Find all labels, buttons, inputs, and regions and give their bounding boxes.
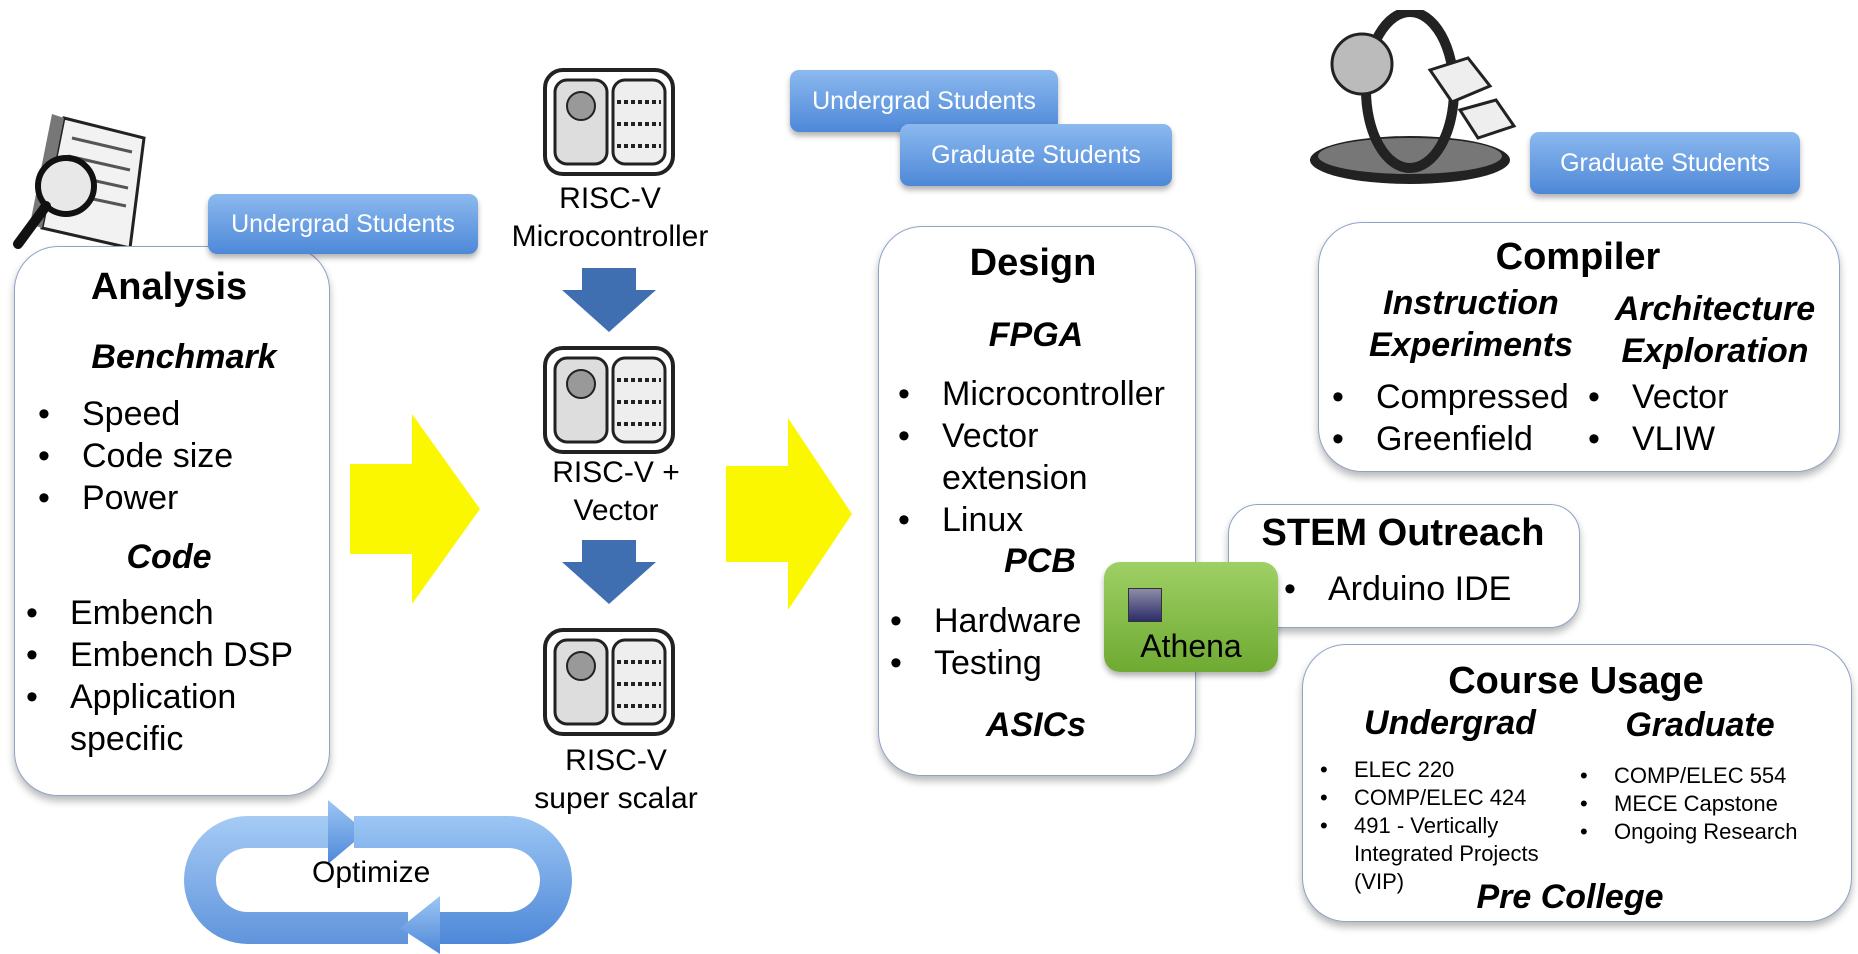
loop-arrow-icon xyxy=(184,800,572,954)
list-item: MECE Capstone xyxy=(1570,790,1840,818)
graduate-students-tag: Graduate Students xyxy=(1530,132,1800,194)
pcb-list: Hardware Testing xyxy=(878,600,1138,684)
riscv-vector-line1: RISC-V + xyxy=(552,456,680,489)
list-item: COMP/ELEC 424 xyxy=(1310,784,1560,812)
riscv-superscalar-line1: RISC-V xyxy=(565,744,667,777)
instruction-experiments-heading-2: Experiments xyxy=(1368,326,1574,364)
list-item: Vector xyxy=(1576,376,1816,418)
list-item: Hardware xyxy=(878,600,1138,642)
riscv-mcu-line1: RISC-V xyxy=(559,182,661,215)
list-item: Testing xyxy=(878,642,1138,684)
stem-outreach-title: STEM Outreach xyxy=(1261,512,1545,554)
magnifier-document-icon xyxy=(13,114,146,250)
riscv-superscalar-line2: super scalar xyxy=(534,782,698,815)
down-arrow-icon xyxy=(562,540,656,604)
athena-label: Athena xyxy=(1140,628,1242,664)
graduate-heading: Graduate xyxy=(1625,706,1775,744)
course-usage-title: Course Usage xyxy=(1448,660,1704,702)
architecture-exploration-heading-2: Exploration xyxy=(1621,332,1809,370)
athena-board-icon xyxy=(1128,588,1162,622)
instruction-experiments-list: Compressed Greenfield xyxy=(1320,376,1600,460)
gyroscope-icon xyxy=(1310,10,1517,184)
list-item: Code size xyxy=(26,435,316,477)
list-item: Power xyxy=(26,477,316,519)
pcb-heading: PCB xyxy=(1004,542,1076,580)
analysis-title: Analysis xyxy=(90,266,248,308)
list-item: Ongoing Research xyxy=(1570,818,1840,846)
list-item: Application specific xyxy=(14,676,310,760)
benchmark-heading: Benchmark xyxy=(91,338,277,376)
architecture-exploration-heading-1: Architecture xyxy=(1614,290,1816,328)
list-item: Microcontroller xyxy=(886,373,1186,415)
graduate-course-list: COMP/ELEC 554 MECE Capstone Ongoing Rese… xyxy=(1570,762,1840,846)
list-item: ELEC 220 xyxy=(1310,756,1560,784)
graduate-students-tag: Graduate Students xyxy=(900,124,1172,186)
chip-diagram-icon xyxy=(543,346,675,454)
right-arrow-icon xyxy=(350,414,480,604)
instruction-experiments-heading-1: Instruction xyxy=(1383,284,1559,322)
down-arrow-icon xyxy=(562,268,656,332)
design-title: Design xyxy=(969,242,1097,284)
asics-heading: ASICs xyxy=(985,706,1087,744)
undergrad-students-tag: Undergrad Students xyxy=(790,70,1058,132)
chip-diagram-icon xyxy=(543,68,675,176)
list-item: Arduino IDE xyxy=(1272,568,1562,610)
list-item: VLIW xyxy=(1576,418,1816,460)
riscv-mcu-line2: Microcontroller xyxy=(511,220,709,253)
list-item: Linux xyxy=(886,499,1186,541)
pre-college-heading: Pre College xyxy=(1476,878,1664,916)
undergrad-students-tag: Undergrad Students xyxy=(208,194,478,254)
list-item: Vector extension xyxy=(886,415,1112,499)
right-arrow-icon xyxy=(726,418,852,610)
benchmark-list: Speed Code size Power xyxy=(26,393,316,519)
optimize-label: Optimize xyxy=(312,856,431,889)
list-item: Greenfield xyxy=(1320,418,1600,460)
architecture-exploration-list: Vector VLIW xyxy=(1576,376,1816,460)
fpga-list: Microcontroller Vector extension Linux xyxy=(886,373,1186,541)
stem-outreach-list: Arduino IDE xyxy=(1272,568,1562,610)
compiler-title: Compiler xyxy=(1495,236,1661,278)
undergrad-course-list: ELEC 220 COMP/ELEC 424 491 - Vertically … xyxy=(1310,756,1560,896)
list-item: Speed xyxy=(26,393,316,435)
undergrad-heading: Undergrad xyxy=(1364,704,1536,742)
chip-diagram-icon xyxy=(543,628,675,736)
code-list: Embench Embench DSP Application specific xyxy=(14,592,324,760)
list-item: Compressed xyxy=(1320,376,1600,418)
list-item: Embench xyxy=(14,592,324,634)
riscv-vector-line2: Vector xyxy=(573,494,659,527)
fpga-heading: FPGA xyxy=(988,316,1084,354)
list-item: COMP/ELEC 554 xyxy=(1570,762,1840,790)
list-item: 491 - Vertically Integrated Projects (VI… xyxy=(1310,812,1554,896)
code-heading: Code xyxy=(126,538,212,576)
list-item: Embench DSP xyxy=(14,634,324,676)
